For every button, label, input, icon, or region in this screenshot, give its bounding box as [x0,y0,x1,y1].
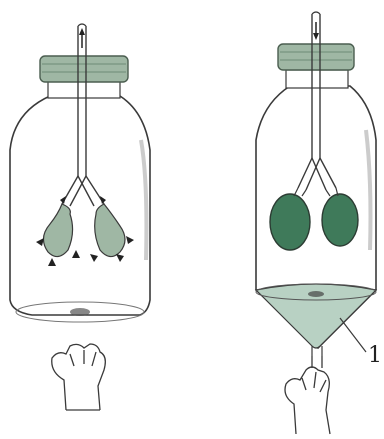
left-bell-jar [10,96,150,315]
left-rubber-stopper [40,56,128,82]
left-apparatus [10,24,150,410]
left-lung-balloon-right [95,204,125,257]
right-bronchus-left [298,158,320,190]
left-bronchus-right [78,176,104,206]
left-bronchus-left [62,176,86,206]
left-hand-pushing-icon [52,344,106,410]
left-glass-tube [78,26,86,176]
right-hand-pulling-icon [285,356,330,434]
right-rubber-stopper [278,44,354,70]
right-jar-neck [286,70,348,88]
diaphragm-label-leader [340,318,366,352]
right-apparatus: 1 [256,12,382,434]
diaphragm-label: 1 [368,343,382,368]
right-lung-balloon-right [322,194,358,246]
left-jar-shine [141,140,146,260]
left-diaphragm-center [70,308,90,316]
left-lung-balloon-left [43,204,72,257]
right-bronchus-right [312,158,336,190]
right-jar-shine [366,130,371,250]
right-lung-balloon-left [270,194,310,250]
